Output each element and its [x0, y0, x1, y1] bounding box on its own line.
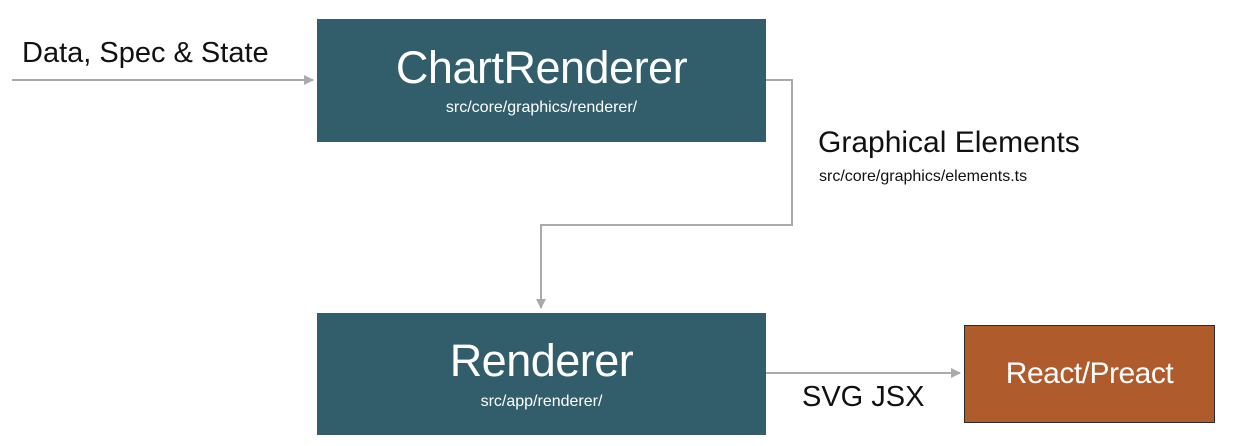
elements-arrow	[536, 79, 793, 309]
svg-jsx-label: SVG JSX	[802, 381, 925, 413]
graphical-elements-path: src/core/graphics/elements.ts	[819, 168, 1028, 185]
input-label: Data, Spec & State	[22, 37, 269, 69]
graphical-elements-label: Graphical Elements	[818, 126, 1080, 159]
chartrenderer-title: ChartRenderer	[395, 41, 688, 93]
chartrenderer-path: src/core/graphics/renderer/	[445, 99, 638, 117]
react-preact-box: React/Preact	[964, 325, 1215, 423]
react-preact-title: React/Preact	[1005, 357, 1174, 391]
renderer-title: Renderer	[449, 335, 634, 387]
chartrenderer-box: ChartRenderer src/core/graphics/renderer…	[317, 19, 766, 142]
renderer-path: src/app/renderer/	[480, 392, 603, 410]
renderer-box: Renderer src/app/renderer/	[317, 313, 766, 435]
